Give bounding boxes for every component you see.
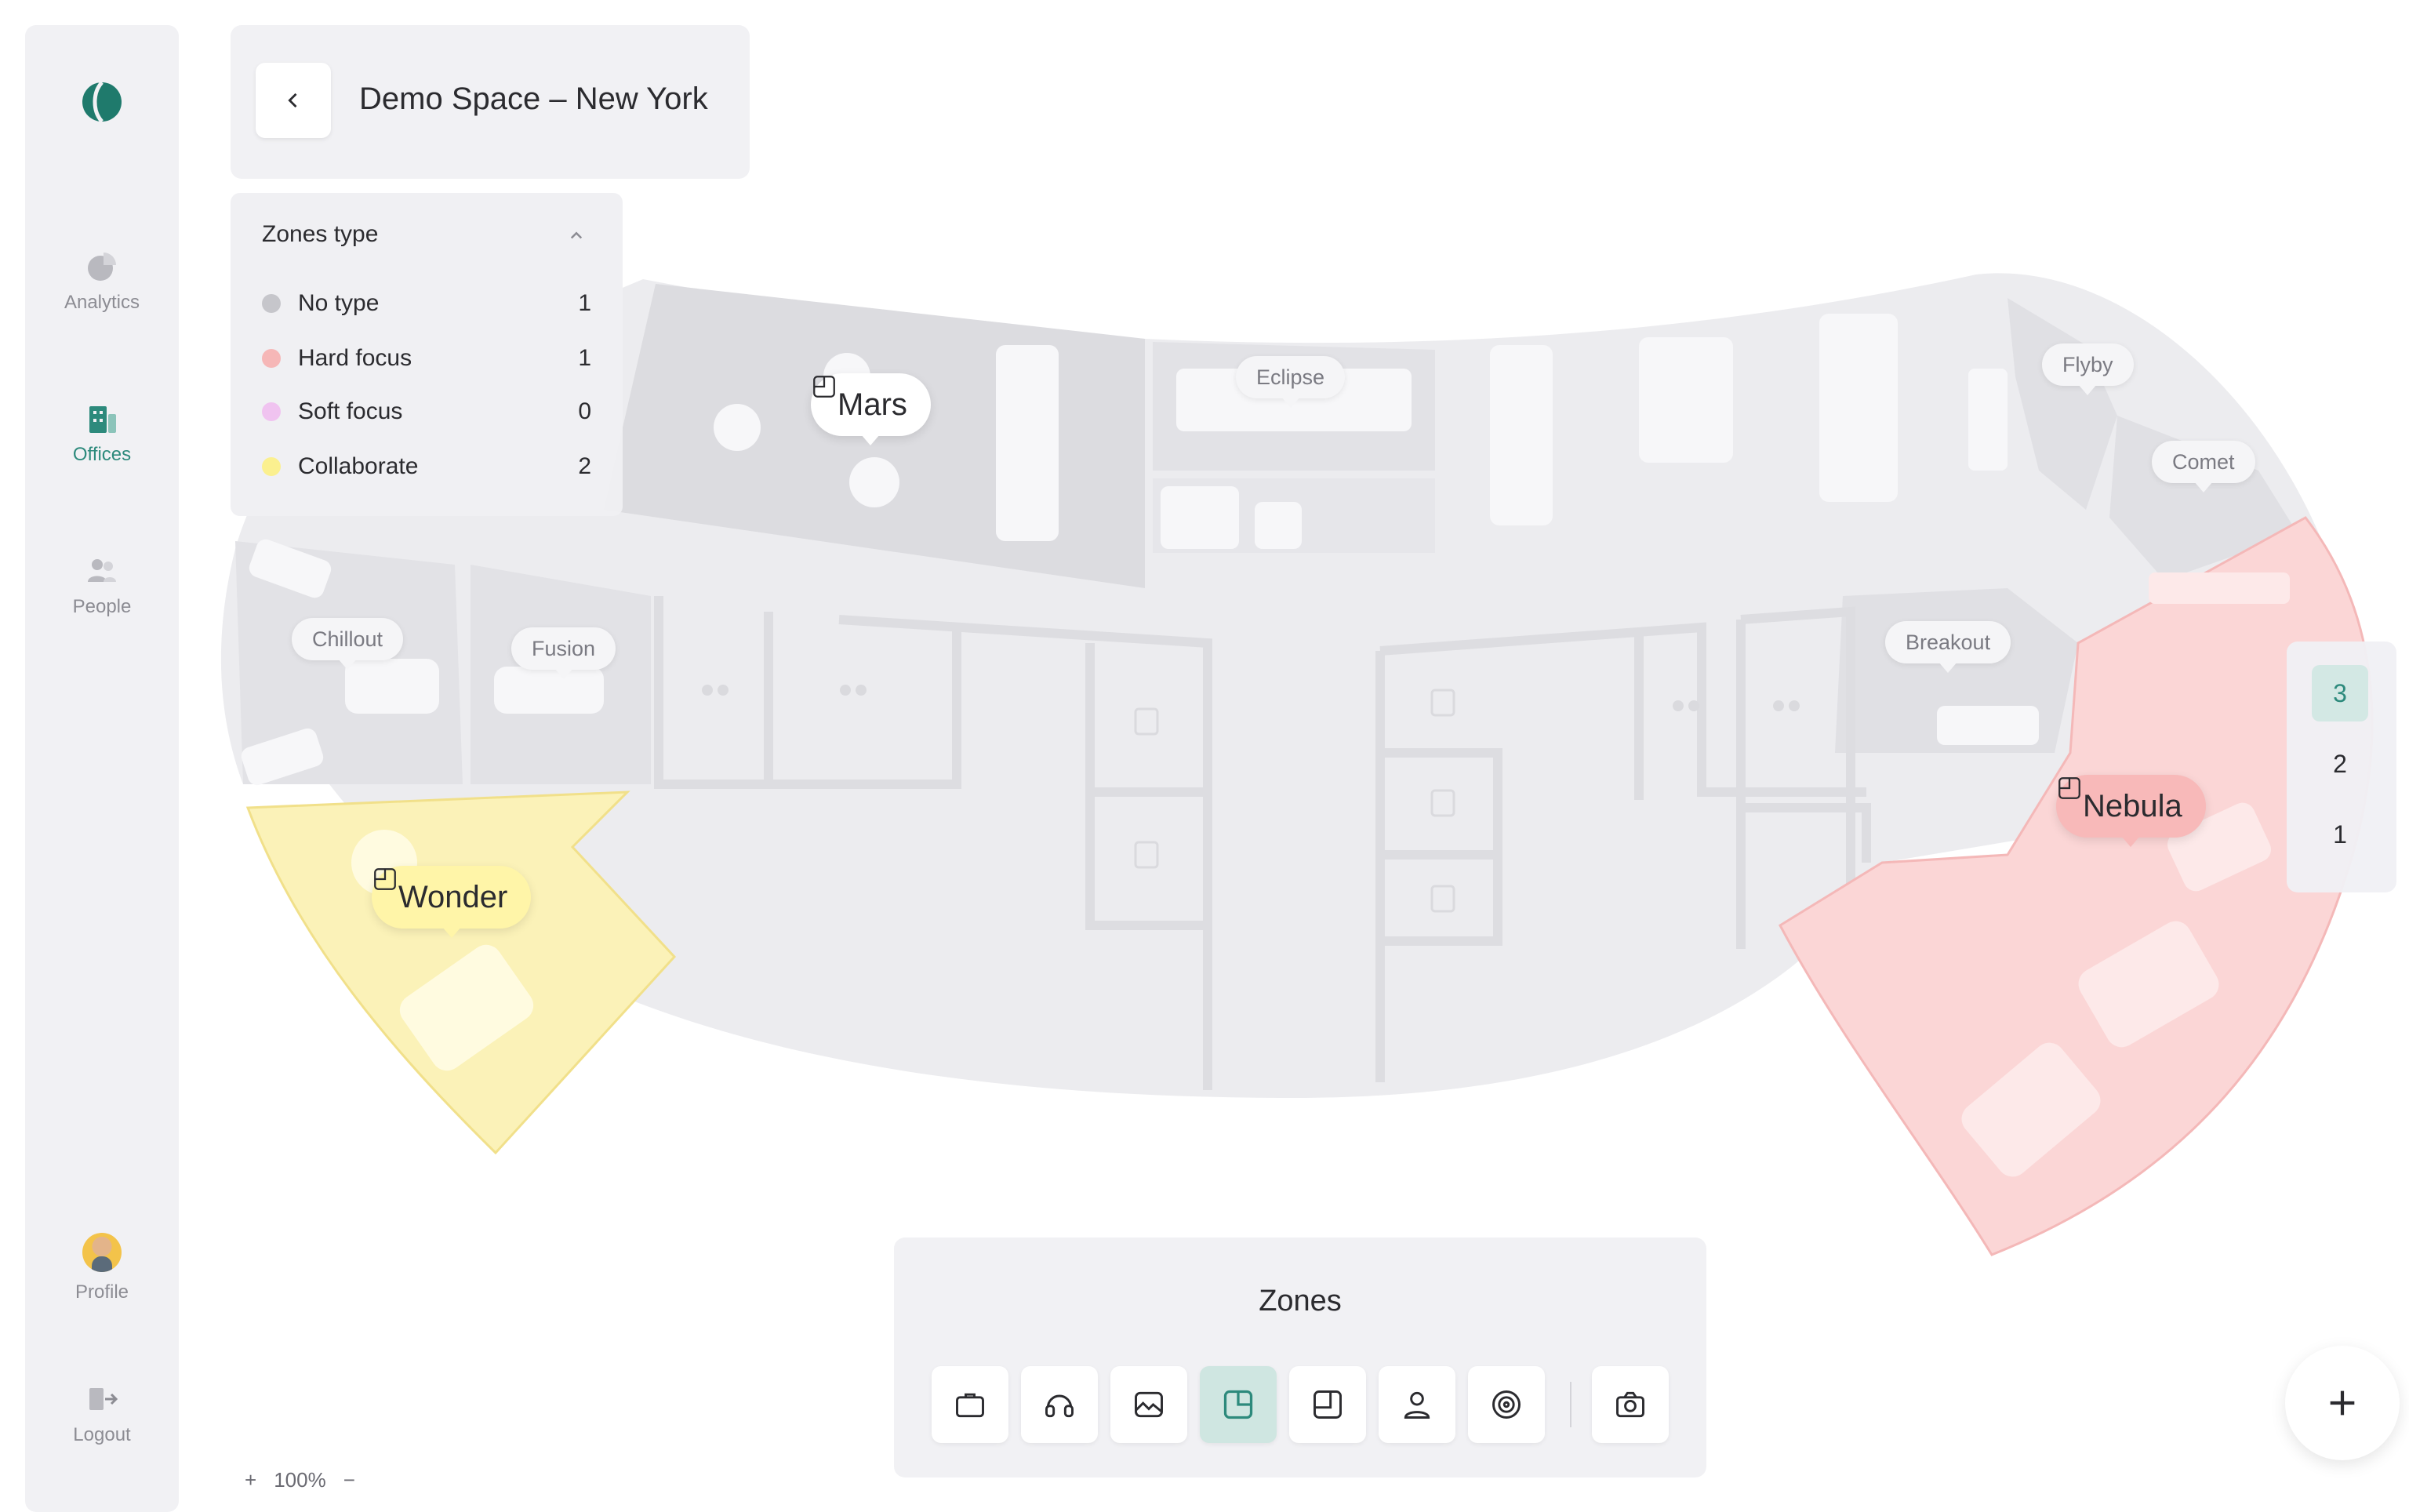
zone-icon: [2058, 777, 2080, 799]
zone-pin-nebula[interactable]: Nebula: [2056, 775, 2206, 847]
chevron-up-icon[interactable]: [565, 224, 588, 248]
tool-person-button[interactable]: [1379, 1366, 1455, 1443]
zone-pin-wonder[interactable]: Wonder: [372, 866, 532, 938]
zone-pin-mars[interactable]: Mars: [811, 373, 931, 445]
sidebar: Analytics Offices People Profile Logout: [25, 25, 179, 1512]
legend-row-hard-focus[interactable]: Hard focus 1: [262, 339, 591, 378]
avatar: [82, 1233, 122, 1272]
room-label-eclipse[interactable]: Eclipse: [1236, 356, 1346, 408]
headset-icon: [1045, 1394, 1074, 1418]
room-label-breakout[interactable]: Breakout: [1885, 621, 2011, 673]
room-label-flyby[interactable]: Flyby: [2042, 343, 2134, 395]
sidebar-item-logout[interactable]: Logout: [25, 1382, 179, 1446]
sidebar-item-people[interactable]: People: [25, 554, 179, 618]
floor-switcher: 3 2 1: [2287, 642, 2396, 892]
plus-icon: [2330, 1390, 2355, 1416]
back-button[interactable]: [256, 63, 331, 138]
page-title: Demo Space – New York: [359, 82, 708, 116]
legend-row-no-type[interactable]: No type 1: [262, 284, 591, 323]
toolbar-divider: [1570, 1382, 1571, 1427]
sidebar-item-analytics[interactable]: Analytics: [25, 249, 179, 314]
legend-row-soft-focus[interactable]: Soft focus 0: [262, 392, 591, 431]
camera-icon: [1616, 1391, 1644, 1418]
office-header: Demo Space – New York: [231, 25, 750, 179]
legend-title: Zones type: [262, 221, 379, 247]
tool-image-button[interactable]: [1110, 1366, 1187, 1443]
zone-icon: [813, 376, 835, 398]
legend-row-collaborate[interactable]: Collaborate 2: [262, 447, 591, 486]
zone-icon: [1223, 1390, 1253, 1419]
pie-chart-icon: [88, 253, 116, 281]
tool-desk-button[interactable]: [932, 1366, 1008, 1443]
building-icon: [89, 406, 116, 433]
zone-label-wonder: Wonder: [398, 879, 508, 914]
legend-dot: [262, 349, 281, 368]
zoom-in-button[interactable]: +: [245, 1468, 257, 1492]
legend-dot: [262, 457, 281, 476]
tool-camera-button[interactable]: [1592, 1366, 1669, 1443]
zone-label-mars: Mars: [838, 387, 907, 422]
room-label-comet[interactable]: Comet: [2152, 441, 2255, 492]
toolbar-title: Zones: [1259, 1285, 1342, 1318]
floor-button-2[interactable]: 2: [2333, 749, 2347, 778]
logout-icon: [89, 1388, 118, 1410]
tool-zone-button[interactable]: [1200, 1366, 1277, 1443]
zones-type-legend: Zones type No type 1 Hard focus 1 Soft f…: [231, 193, 623, 516]
floor-button-1[interactable]: 1: [2333, 820, 2347, 849]
floor-button-3[interactable]: 3: [2312, 665, 2368, 721]
briefcase-icon: [956, 1393, 984, 1418]
add-button[interactable]: [2285, 1346, 2400, 1460]
chevron-left-icon: [288, 93, 297, 108]
sidebar-item-offices[interactable]: Offices: [25, 402, 179, 466]
app-logo-icon[interactable]: [82, 82, 122, 122]
people-icon: [88, 559, 116, 582]
zoom-level: 100%: [274, 1468, 326, 1492]
tool-room-button[interactable]: [1289, 1366, 1366, 1443]
legend-dot: [262, 294, 281, 313]
sidebar-item-profile[interactable]: Profile: [25, 1233, 179, 1303]
target-icon: [1492, 1390, 1521, 1419]
zone-label-nebula: Nebula: [2083, 788, 2182, 823]
zoom-control: + 100% −: [245, 1468, 372, 1492]
image-icon: [1135, 1391, 1163, 1418]
legend-dot: [262, 402, 281, 421]
room-icon: [1314, 1390, 1342, 1419]
person-icon: [1404, 1391, 1430, 1419]
room-label-chillout[interactable]: Chillout: [292, 618, 404, 670]
zones-toolbar: Zones: [894, 1238, 1706, 1477]
zoom-out-button[interactable]: −: [343, 1468, 355, 1492]
tool-target-button[interactable]: [1468, 1366, 1545, 1443]
tool-phone-booth-button[interactable]: [1021, 1366, 1098, 1443]
zone-icon: [374, 868, 396, 890]
room-label-fusion[interactable]: Fusion: [511, 627, 616, 679]
